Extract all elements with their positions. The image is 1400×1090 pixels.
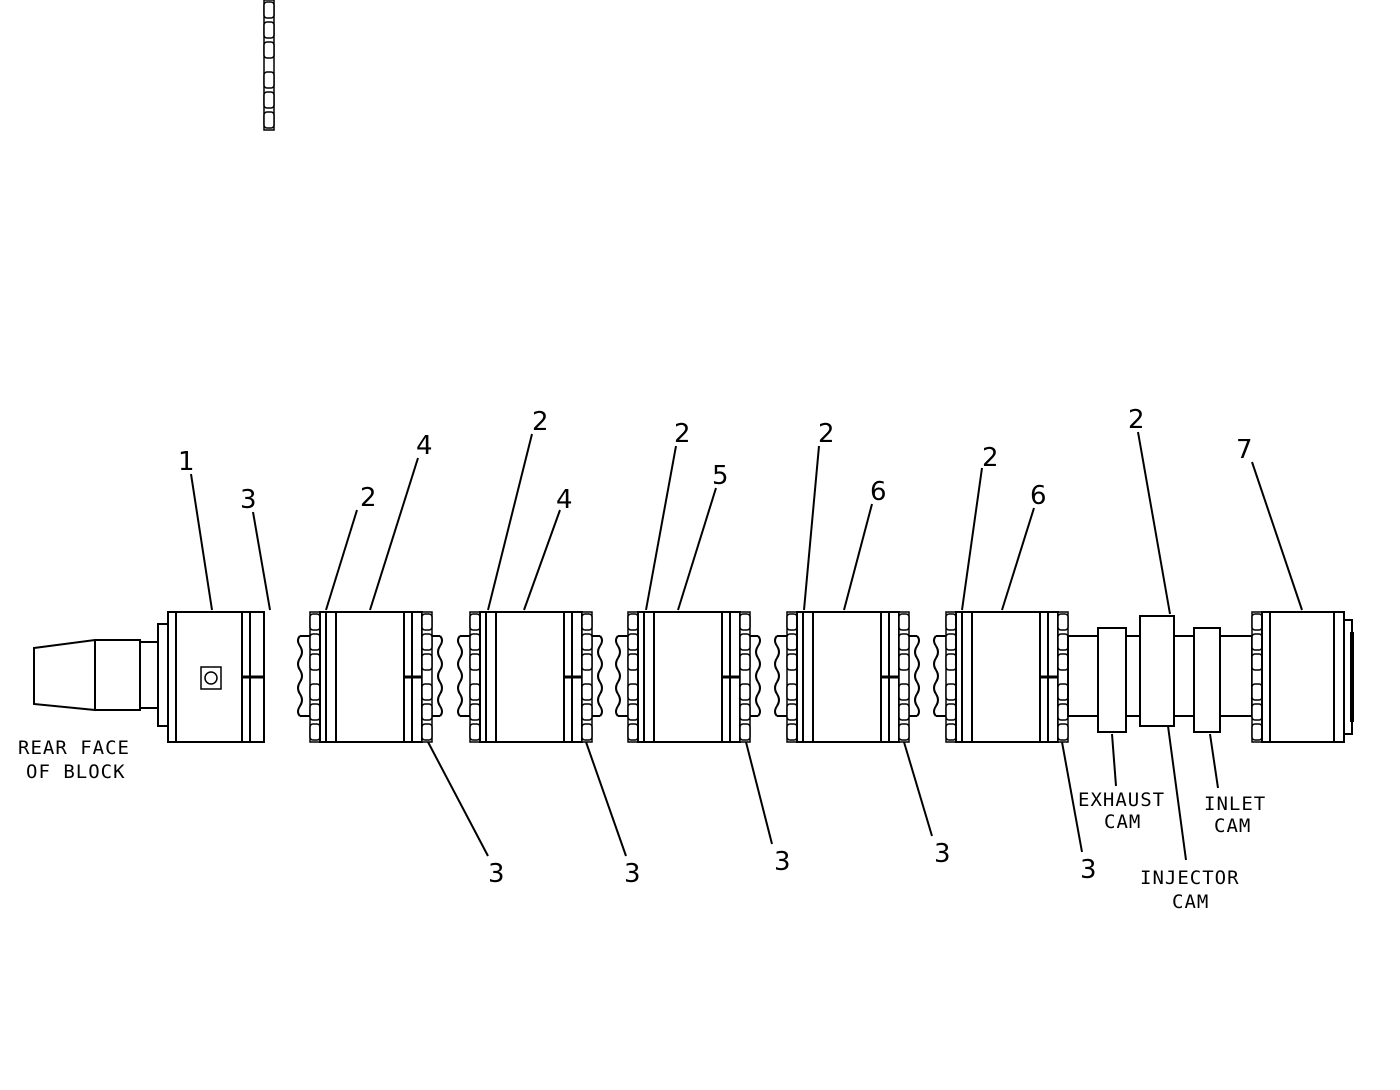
callout-2-a: 2	[360, 483, 377, 513]
label-exhaust-line1: EXHAUST	[1078, 789, 1165, 811]
callout-3-c: 3	[774, 847, 791, 877]
inlet-cam-lobe	[1193, 627, 1221, 733]
callout-6-a: 6	[870, 477, 887, 507]
callout-7: 7	[1236, 435, 1253, 465]
bearing-4	[616, 612, 760, 742]
callout-2-d: 2	[818, 419, 835, 449]
bearing-3	[458, 612, 602, 742]
callout-numbers: 1 3 2 4 2 4 2 5 2 6 2 6 2 7 3 3 3 3 3	[178, 405, 1253, 889]
callout-2-f: 2	[1128, 405, 1145, 435]
callout-3-e: 3	[1080, 855, 1097, 885]
label-exhaust-line2: CAM	[1104, 811, 1141, 833]
label-injector-line1: INJECTOR	[1140, 867, 1240, 889]
label-inlet-line1: INLET	[1204, 793, 1266, 815]
callout-5: 5	[712, 461, 729, 491]
dowel-marker	[200, 666, 222, 690]
cam-section	[1067, 615, 1253, 733]
text-labels: REAR FACE OF BLOCK EXHAUST CAM INLET CAM…	[18, 737, 1266, 913]
injector-cam-lobe	[1139, 615, 1175, 727]
callout-6-b: 6	[1030, 481, 1047, 511]
callout-3-a: 3	[488, 859, 505, 889]
callout-1: 1	[178, 447, 195, 477]
callout-2-c: 2	[674, 419, 691, 449]
label-rear-face-line2: OF BLOCK	[26, 761, 126, 783]
camshaft-nose	[33, 623, 169, 727]
callout-3-top: 3	[240, 485, 257, 515]
leader-lines	[190, 431, 1303, 861]
bearing-2	[298, 612, 442, 742]
callout-3-b: 3	[624, 859, 641, 889]
label-injector-line2: CAM	[1172, 891, 1209, 913]
callout-4-b: 4	[556, 485, 573, 515]
callout-2-e: 2	[982, 443, 999, 473]
callout-2-b: 2	[532, 407, 549, 437]
callout-4-a: 4	[416, 431, 433, 461]
bearing-6	[934, 612, 1078, 742]
bearing-7	[1251, 611, 1354, 743]
bearing-5	[775, 612, 919, 742]
label-inlet-line2: CAM	[1214, 815, 1251, 837]
label-rear-face-line1: REAR FACE	[18, 737, 130, 759]
bearing-1-housing	[167, 0, 275, 743]
exhaust-cam-lobe	[1097, 627, 1127, 733]
callout-3-d: 3	[934, 839, 951, 869]
